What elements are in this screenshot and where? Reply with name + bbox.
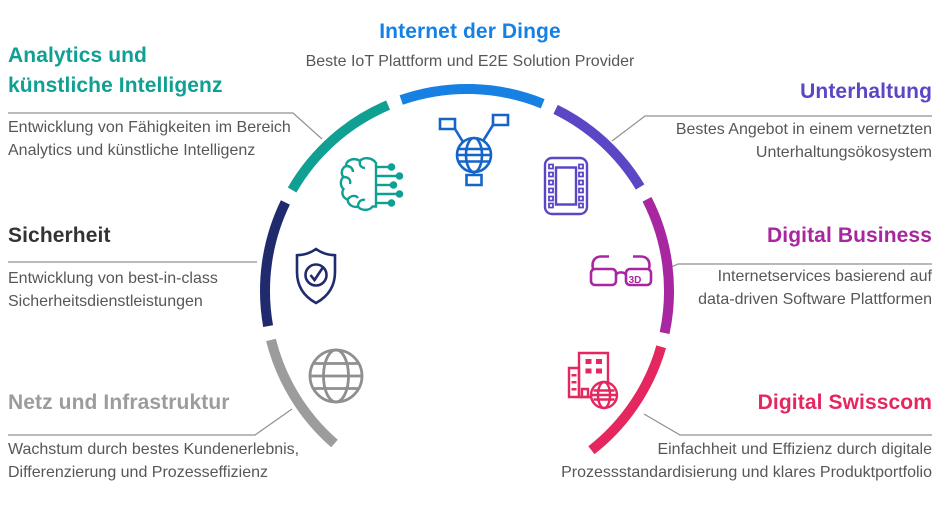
segment-label-sicherheit: Sicherheit (8, 221, 308, 251)
arc-unterhaltung (553, 104, 645, 190)
segment-desc-line: Wachstum durch bestes Kundenerlebnis, (8, 441, 300, 458)
segment-desc-line: Internetservices basierend auf (717, 268, 932, 285)
segment-title: Analytics und künstliche Intelligenz (8, 41, 328, 101)
segment-title-line: Analytics und (8, 44, 147, 67)
segment-label-unterhaltung: Unterhaltung (532, 77, 932, 107)
segment-title-line: künstliche Intelligenz (8, 74, 223, 97)
segment-desc-line: Analytics und künstliche Intelligenz (8, 142, 256, 159)
segment-desc-line: Entwicklung von best-in-class (8, 270, 218, 287)
segment-desc-line: data-driven Software Plattformen (698, 291, 932, 308)
arc-netz-und-infrastruktur (266, 338, 338, 448)
segment-desc-unterhaltung: Bestes Angebot in einem vernetzten Unter… (532, 118, 932, 164)
iot-network-globe-icon (436, 112, 512, 188)
segment-desc-line: Unterhaltungsökosystem (755, 144, 932, 161)
arc-analytics-ki (287, 100, 391, 193)
segment-title: Unterhaltung (800, 80, 932, 103)
segment-arcs (260, 83, 674, 455)
callout-line-unterhaltung (611, 115, 932, 142)
3d-glasses-icon: 3D (588, 250, 654, 294)
shield-check-icon (293, 246, 339, 306)
segment-desc-line: Sicherheitsdienstleistungen (8, 293, 203, 310)
segment-label-digital-business: Digital Business (532, 221, 932, 251)
callout-line-netz (8, 408, 293, 436)
building-globe-icon (566, 351, 620, 411)
arc-internet-der-dinge (399, 83, 545, 109)
brain-circuit-icon (338, 154, 408, 216)
globe-icon (307, 347, 365, 405)
segment-desc-digital-business: Internetservices basierend auf data-driv… (532, 265, 932, 311)
segment-desc-line: Prozessstandardisierung und klares Produ… (561, 464, 932, 481)
segment-label-digital-swisscom: Digital Swisscom (532, 388, 932, 418)
arc-digital-swisscom (588, 345, 667, 455)
segment-desc-line: Beste IoT Plattform und E2E Solution Pro… (305, 53, 635, 70)
film-strip-icon (543, 156, 589, 216)
callout-line-digital-swisscom (643, 413, 932, 436)
segment-desc-line: Differenzierung und Prozesseffizienz (8, 464, 268, 481)
segment-desc-line: Einfachheit und Effizienz durch digitale (657, 441, 932, 458)
segment-desc-analytics-ki: Entwicklung von Fähigkeiten im Bereich A… (8, 116, 328, 162)
svg-text:3D: 3D (629, 275, 642, 286)
segment-desc-internet-der-dinge: Beste IoT Plattform und E2E Solution Pro… (0, 50, 940, 73)
segment-title: Digital Swisscom (757, 391, 932, 414)
segment-desc-line: Bestes Angebot in einem vernetzten (675, 121, 932, 138)
segment-desc-sicherheit: Entwicklung von best-in-class Sicherheit… (8, 267, 308, 313)
segment-title: Digital Business (767, 224, 932, 247)
segment-desc-netz-und-infrastruktur: Wachstum durch bestes Kundenerlebnis, Di… (8, 438, 348, 484)
segment-label-analytics-ki: Analytics und künstliche Intelligenz (8, 41, 328, 101)
callout-line-analytics (8, 112, 323, 140)
segment-title: Internet der Dinge (379, 20, 561, 43)
segment-title: Netz und Infrastruktur (8, 391, 230, 414)
segment-title: Sicherheit (8, 224, 111, 247)
arc-digital-business (642, 197, 674, 335)
arc-sicherheit (260, 200, 290, 327)
segment-desc-line: Entwicklung von Fähigkeiten im Bereich (8, 119, 291, 136)
segment-label-internet-der-dinge: Internet der Dinge (0, 17, 940, 47)
segment-desc-digital-swisscom: Einfachheit und Effizienz durch digitale… (512, 438, 932, 484)
segment-label-netz-und-infrastruktur: Netz und Infrastruktur (8, 388, 348, 418)
